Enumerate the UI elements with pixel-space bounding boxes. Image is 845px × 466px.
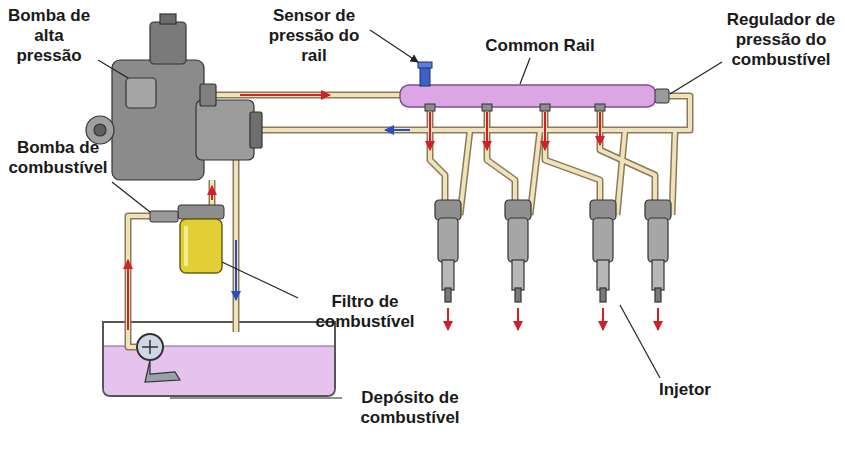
fuel-pipes <box>128 95 690 347</box>
common-rail <box>400 62 669 111</box>
fuel-tank <box>103 322 335 396</box>
part-label: Regulador de pressão do combustível <box>722 10 840 70</box>
part-label: Sensor de pressão do rail <box>258 6 370 66</box>
part-label: Common Rail <box>470 36 610 56</box>
part-label: Filtro de combustível <box>300 292 430 332</box>
leader-lines <box>98 30 722 398</box>
part-label: Injetor <box>640 380 730 400</box>
high-pressure-pump <box>86 14 262 180</box>
part-label: Bomba de alta pressão <box>2 6 96 66</box>
part-label: Bomba de combustível <box>2 138 114 178</box>
injectors <box>435 200 671 330</box>
part-label: Depósito de combustível <box>345 388 475 428</box>
fuel-filter <box>150 205 224 273</box>
